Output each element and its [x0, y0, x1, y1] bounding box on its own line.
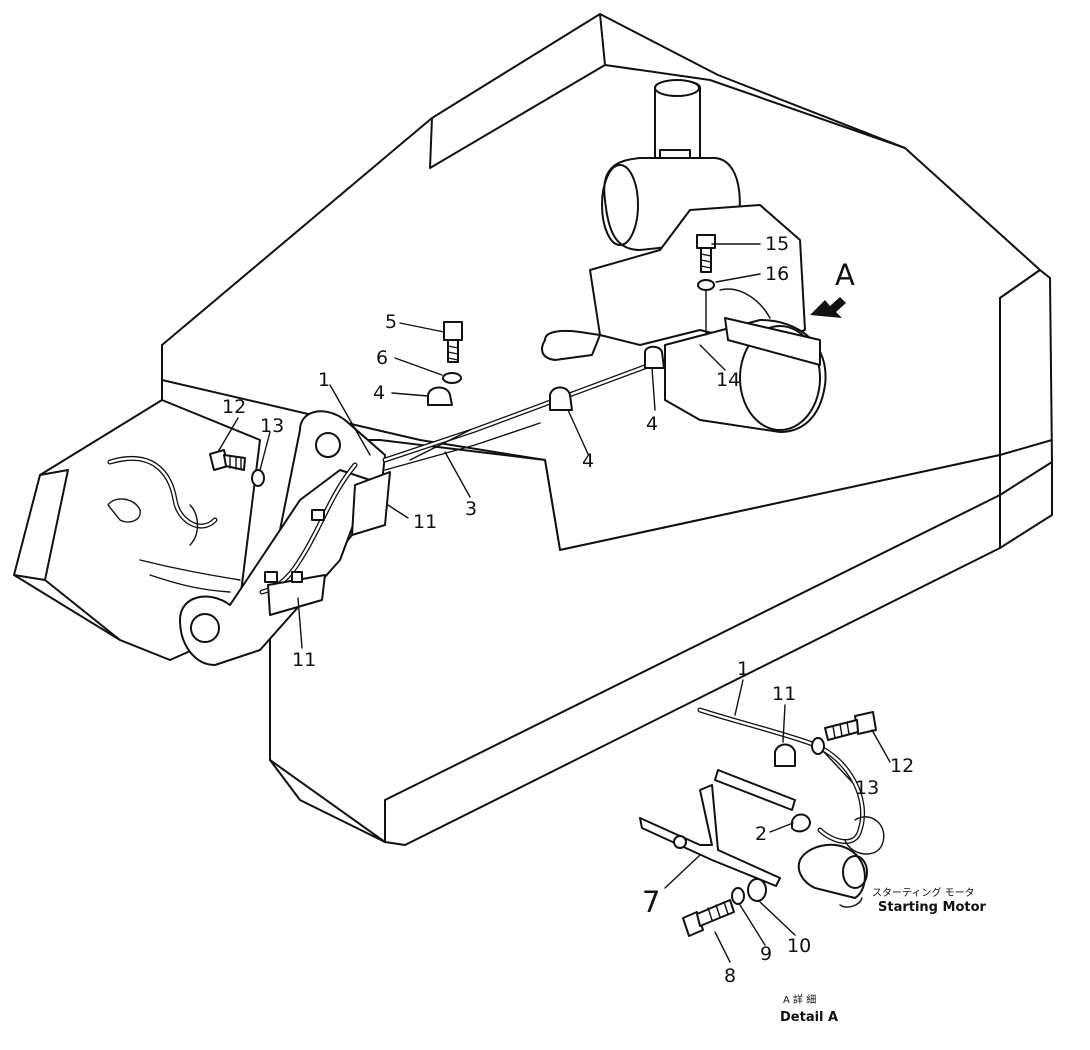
- frame-upper-slab: [429, 13, 906, 169]
- starting-motor-jp: スターティング モータ: [872, 886, 975, 899]
- label-10: 10: [787, 935, 811, 957]
- label-14: 14: [716, 369, 740, 391]
- label-6: 6: [376, 347, 388, 369]
- label-13-detail: 13: [855, 777, 879, 799]
- label-11-a: 11: [413, 511, 437, 533]
- washer-13-main: [251, 469, 265, 487]
- label-2: 2: [755, 823, 767, 845]
- bolt-15: [696, 234, 716, 273]
- clamp-plate-upper: [351, 471, 391, 536]
- label-16: 16: [765, 263, 789, 285]
- label-12-detail: 12: [890, 755, 914, 777]
- clamps-4: [427, 345, 665, 411]
- clip-a: [311, 509, 325, 521]
- detail-bracket-7: [639, 784, 781, 887]
- clamp-4-engine: [644, 345, 665, 369]
- label-1-main: 1: [318, 369, 330, 391]
- clamp-4-mid: [549, 386, 573, 411]
- label-4-a: 4: [373, 382, 385, 404]
- washer-16: [697, 279, 715, 291]
- clamp-4-loose: [427, 386, 453, 406]
- detail-a-drawing: [639, 707, 885, 937]
- washer-6: [442, 372, 462, 384]
- label-9: 9: [760, 943, 772, 965]
- label-11-detail: 11: [772, 683, 796, 705]
- label-12-main: 12: [222, 396, 246, 418]
- clamp-plate-lower: [267, 574, 326, 616]
- label-7: 7: [642, 885, 660, 919]
- view-arrow-a: [810, 297, 846, 318]
- label-3: 3: [465, 498, 477, 520]
- frame-front-lower: [269, 461, 1053, 843]
- label-1-detail: 1: [737, 658, 749, 680]
- starter-bracket: [724, 317, 821, 366]
- detail-nut-10: [747, 878, 767, 902]
- detail-clamp-11: [774, 743, 796, 767]
- detail-caption-en: Detail A: [780, 1010, 838, 1025]
- harness-terminal: [107, 498, 141, 523]
- bracket-pin-hole-2: [315, 432, 341, 458]
- label-8: 8: [724, 965, 736, 987]
- label-11-b: 11: [292, 649, 316, 671]
- label-5: 5: [385, 311, 397, 333]
- machine-frame: [13, 13, 1053, 846]
- engine-assembly: [541, 79, 827, 433]
- clip-b: [264, 571, 278, 583]
- label-15: 15: [765, 233, 789, 255]
- detail-caption-jp: A 詳 細: [783, 993, 816, 1006]
- part-labels: 15 16 A 5 6 4 1 12 13 3 11 11 4 4 14 1 1…: [222, 233, 987, 1025]
- clip-c: [291, 571, 303, 583]
- clamps-11: [264, 471, 391, 616]
- label-4-b: 4: [582, 450, 594, 472]
- leader-lines: [217, 243, 891, 963]
- frame-right-side: [999, 269, 1053, 496]
- label-a-marker: A: [835, 258, 855, 292]
- frame-left-box-edges: [13, 469, 121, 641]
- label-4-c: 4: [646, 413, 658, 435]
- detail-washer-9: [731, 887, 745, 905]
- battery-cable-run: [382, 362, 653, 471]
- left-harness: [107, 455, 241, 593]
- starting-motor-en: Starting Motor: [878, 900, 987, 915]
- detail-washer-13: [811, 737, 825, 755]
- bolt-12-main: [209, 449, 246, 471]
- engine-foot: [541, 330, 601, 361]
- starting-motor-terminal: [797, 843, 866, 899]
- bolt-5: [443, 321, 463, 363]
- bracket-pin-hole: [190, 613, 220, 643]
- engine-block: [589, 204, 806, 346]
- label-13-main: 13: [260, 415, 284, 437]
- detail-terminal-2: [791, 813, 811, 833]
